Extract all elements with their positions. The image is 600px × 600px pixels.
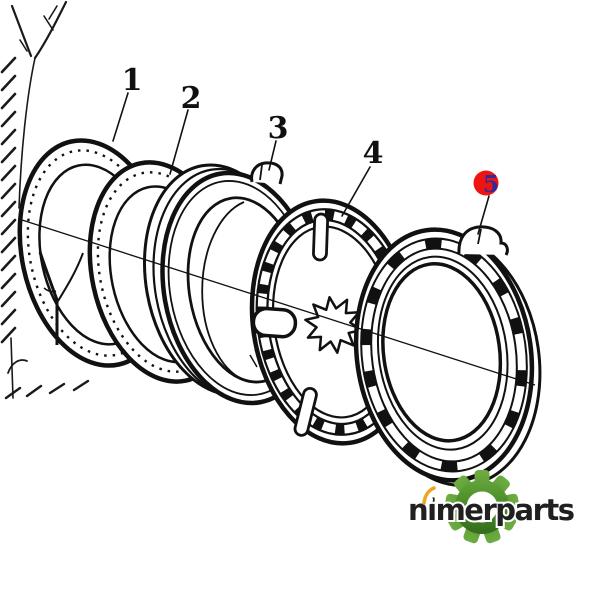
callout-2: 2 bbox=[181, 81, 202, 116]
callout-1: 1 bbox=[122, 63, 143, 98]
callout-3: 3 bbox=[268, 111, 289, 146]
hotspot-circle[interactable] bbox=[473, 170, 499, 196]
leader-4 bbox=[341, 166, 371, 217]
part-5-adjusting-ring bbox=[353, 225, 542, 487]
housing-sketch bbox=[4, 0, 90, 400]
callout-5[interactable]: 5 bbox=[483, 171, 499, 198]
leader-2 bbox=[169, 109, 189, 175]
callout-4: 4 bbox=[363, 136, 384, 171]
part-5-hotspot[interactable]: 5 bbox=[473, 170, 500, 199]
brand-logo[interactable]: nimerparts bbox=[406, 470, 577, 544]
spline-hole bbox=[304, 295, 363, 354]
leader-5 bbox=[477, 195, 490, 235]
housing-hatch bbox=[0, 56, 17, 344]
leader-1 bbox=[112, 92, 129, 142]
center-axis-line bbox=[21, 219, 536, 386]
gear-icon bbox=[444, 470, 520, 544]
i-accent-icon bbox=[422, 486, 436, 505]
leader-3 bbox=[268, 140, 277, 171]
brand-logo-text[interactable]: nimerparts bbox=[406, 491, 577, 529]
leader-lines bbox=[112, 92, 490, 235]
